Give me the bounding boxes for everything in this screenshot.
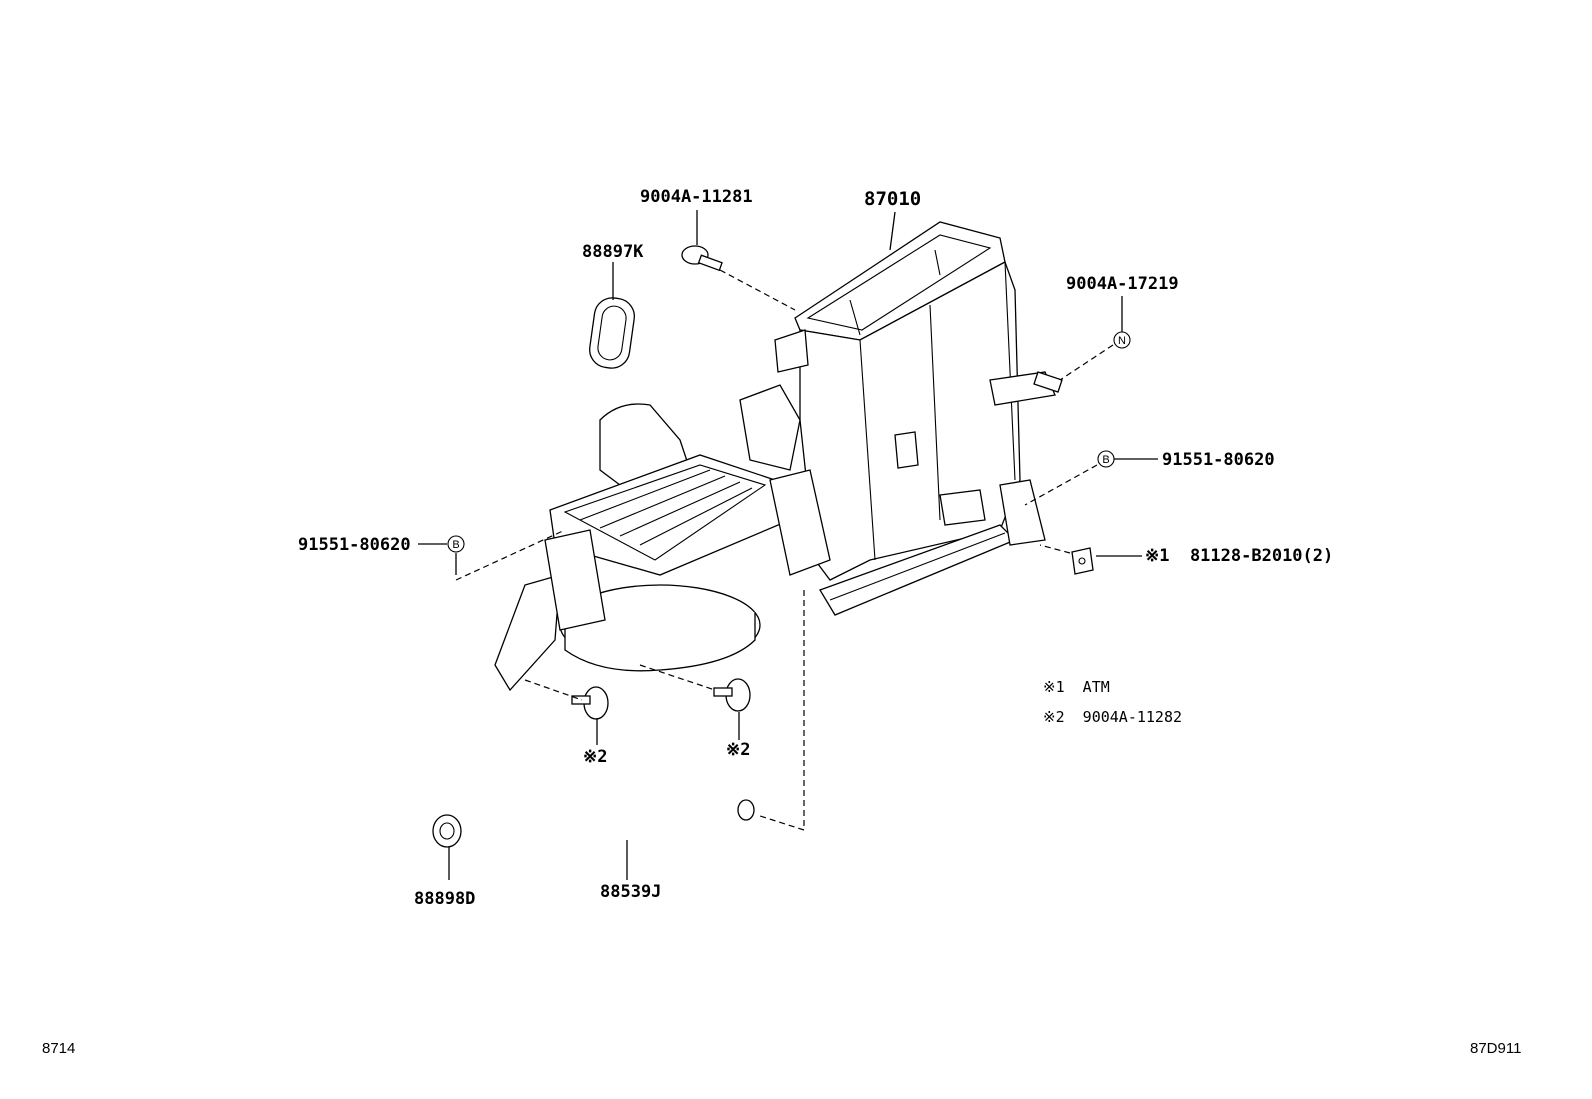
label-88897k: 88897K — [582, 242, 644, 262]
screw-left-drawing — [571, 686, 609, 720]
note-ref1: ※1 ATM — [1043, 678, 1110, 696]
marker-b-left: B — [447, 535, 465, 553]
corner-code-right: 87D911 — [1470, 1040, 1521, 1057]
blower-unit-drawing — [494, 384, 831, 692]
svg-text:B: B — [1102, 454, 1109, 466]
leader-lines — [418, 210, 1158, 880]
screw-right-drawing — [713, 678, 751, 712]
label-91551-80620-right: 91551-80620 — [1162, 450, 1275, 470]
screw-9004a-17219-drawing — [1033, 371, 1063, 393]
nut-81128-drawing — [1071, 547, 1094, 575]
marker-n: N — [1113, 331, 1131, 349]
heater-case-drawing — [774, 221, 1056, 616]
label-87010: 87010 — [864, 188, 921, 210]
label-9004a-17219: 9004A-17219 — [1066, 274, 1179, 294]
label-9004a-11281: 9004A-11281 — [640, 187, 753, 207]
seal-88897k-drawing — [589, 297, 635, 369]
label-ref2-right: ※2 — [726, 740, 750, 760]
svg-text:B: B — [452, 539, 459, 551]
marker-b-right: B — [1097, 450, 1115, 468]
label-88898d: 88898D — [414, 889, 475, 909]
grommet-88898d-drawing — [432, 814, 462, 848]
bolt-9004a-11281-drawing — [681, 245, 723, 272]
label-81128-b2010: ※1 81128-B2010(2) — [1145, 546, 1333, 566]
corner-code-left: 8714 — [42, 1040, 75, 1057]
drain-hose-88539j-drawing — [463, 799, 755, 878]
note-ref2: ※2 9004A-11282 — [1043, 708, 1182, 726]
label-ref2-left: ※2 — [583, 747, 607, 767]
label-91551-80620-left: 91551-80620 — [298, 535, 411, 555]
label-88539j: 88539J — [600, 882, 661, 902]
svg-text:N: N — [1118, 335, 1126, 347]
